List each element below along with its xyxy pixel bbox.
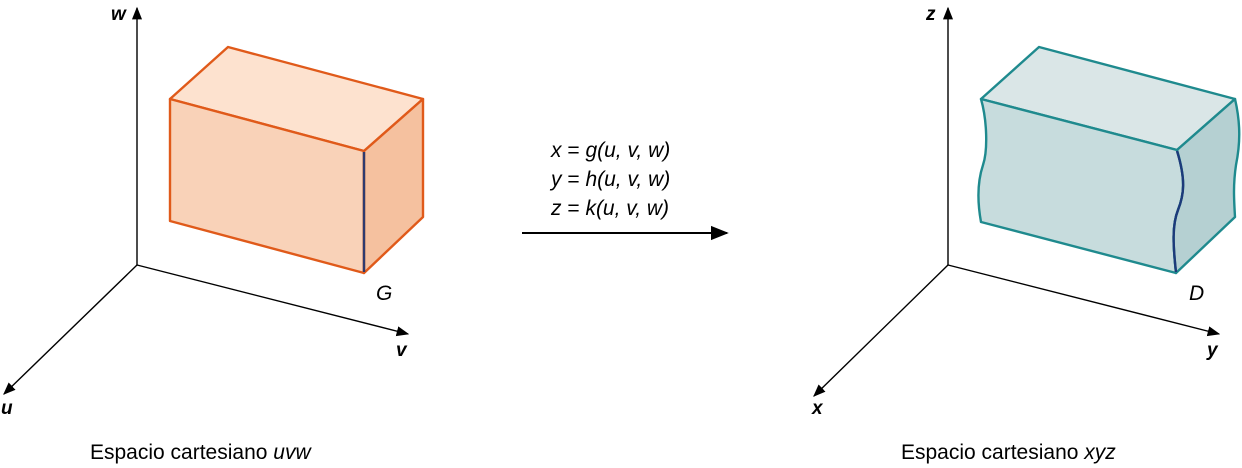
- x-axis-label: x: [811, 398, 824, 419]
- region-d-label: D: [1189, 282, 1204, 305]
- xyz-caption: Espacio cartesiano xyz: [901, 441, 1116, 464]
- equation-z: z = k(u, v, w): [550, 197, 669, 220]
- u-axis-label: u: [1, 398, 13, 419]
- uvw-space: w v u G Espacio cartesiano uvw: [1, 4, 425, 464]
- equation-x: x = g(u, v, w): [550, 139, 670, 162]
- uvw-axes: w v u: [1, 4, 410, 419]
- region-g-label: G: [376, 282, 392, 305]
- v-axis: [136, 264, 410, 337]
- box-g: [168, 45, 425, 275]
- y-axis-label: y: [1206, 340, 1219, 361]
- z-axis-label: z: [925, 4, 936, 25]
- y-axis: [947, 264, 1221, 337]
- equation-y: y = h(u, v, w): [549, 168, 670, 191]
- xyz-space: z y x D Espacio cartesiano xyz: [811, 4, 1241, 464]
- u-axis: [3, 264, 138, 395]
- transformation-equations: x = g(u, v, w) y = h(u, v, w) z = k(u, v…: [522, 139, 729, 241]
- region-d-front-edge: [1172, 150, 1185, 273]
- w-axis-label: w: [111, 4, 127, 25]
- xyz-axes: z y x: [811, 4, 1221, 419]
- uvw-caption: Espacio cartesiano uvw: [90, 441, 312, 464]
- x-axis: [813, 264, 949, 397]
- region-d: [977, 45, 1241, 275]
- v-axis-label: v: [396, 340, 408, 361]
